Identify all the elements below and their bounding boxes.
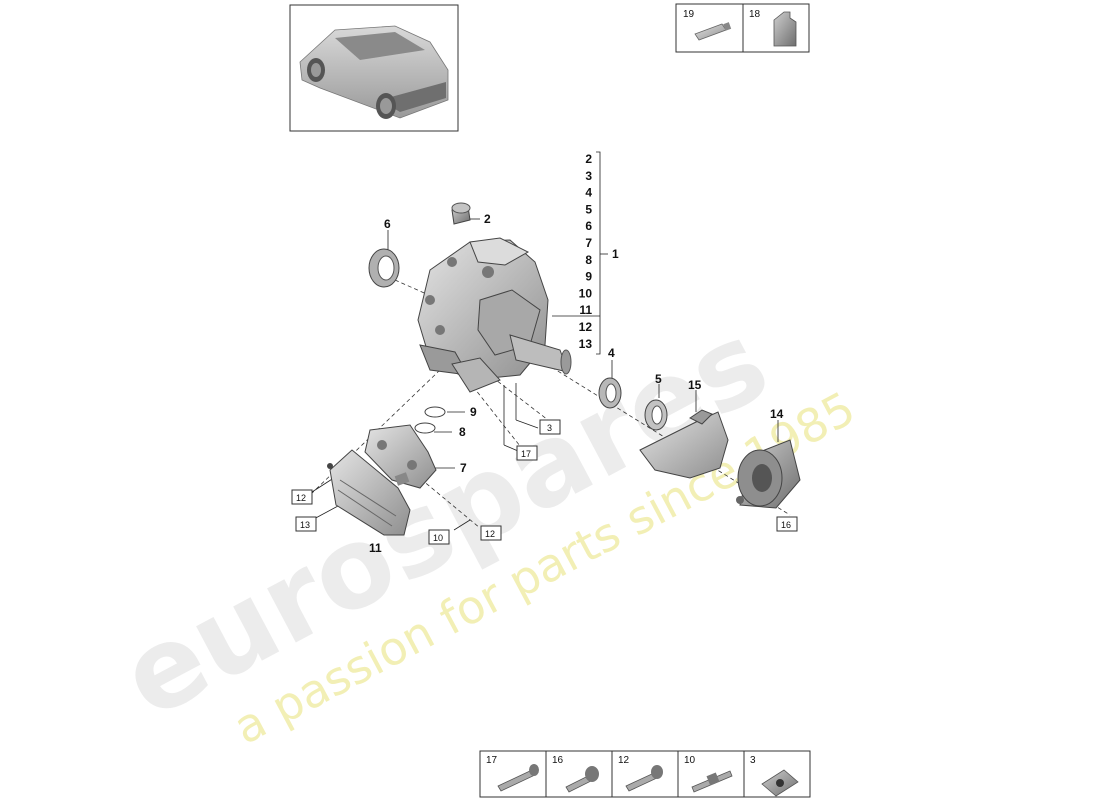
- bracket-list-item: 2: [585, 152, 592, 166]
- bracket-list-item: 13: [579, 337, 593, 351]
- box-callout-16: 16: [781, 520, 791, 530]
- callout-15: 15: [688, 378, 702, 392]
- box-callout-12: 12: [485, 529, 495, 539]
- bracket-list-item: 12: [579, 320, 593, 334]
- fastener-cell-number: 12: [618, 755, 630, 766]
- bracket-list-item: 5: [585, 202, 592, 216]
- heat-shield-15: [639, 409, 729, 479]
- callouts: 2 6 4 5 15 14 9 8 7 11: [369, 212, 784, 555]
- bracket-list-item: 9: [585, 270, 592, 284]
- car-icon: [299, 25, 449, 119]
- bracket-list: 1 2 3 4 5 6 7 8 9 10 11 12 13: [552, 151, 619, 355]
- callout-5: 5: [655, 372, 662, 386]
- plug-icon: [761, 769, 799, 797]
- bracket-list-item: 8: [585, 253, 592, 267]
- fastener-cell-number: 17: [486, 755, 498, 766]
- drain-plug: [451, 202, 471, 225]
- actuator-7: [364, 424, 437, 489]
- bracket-list-item: 11: [579, 303, 592, 317]
- flexible-coupling-14: [736, 439, 801, 509]
- callout-7: 7: [460, 461, 467, 475]
- cover-plate-11: [327, 449, 411, 536]
- box-callout-10: 10: [433, 533, 443, 543]
- stud-bolt-icon: [691, 770, 733, 793]
- fastener-cell-number: 16: [552, 755, 564, 766]
- transfer-case-housing: [417, 237, 572, 393]
- o-ring-9: [424, 406, 446, 418]
- kit-cell-number: 18: [749, 9, 761, 20]
- box-callout-3: 3: [547, 423, 552, 433]
- callout-14: 14: [770, 407, 784, 421]
- bracket-list-item: 10: [579, 286, 593, 300]
- fastener-table: 17 16 12 10 3: [479, 750, 811, 798]
- long-bolt-icon: [497, 764, 539, 792]
- bracket-list-item: 7: [585, 236, 592, 250]
- callout-11: 11: [369, 541, 382, 555]
- kit-table: 19 18: [675, 3, 810, 53]
- box-callout-12: 12: [296, 493, 306, 503]
- callout-6: 6: [384, 217, 391, 231]
- kit-cell-number: 19: [683, 9, 695, 20]
- callout-1: 1: [612, 247, 619, 261]
- fastener-cell-number: 10: [684, 755, 696, 766]
- callout-2: 2: [484, 212, 491, 226]
- box-callout-17: 17: [521, 449, 531, 459]
- bracket-list-item: 6: [585, 219, 592, 233]
- sealing-ring-4: [598, 377, 622, 409]
- box-callouts: 3 17 12 13 10 12 16: [291, 419, 798, 545]
- shaft-seal-6: [368, 248, 400, 288]
- sealing-ring-5: [644, 399, 668, 431]
- box-callout-13: 13: [300, 520, 310, 530]
- bracket-list-item: 3: [585, 169, 592, 183]
- o-ring-8: [414, 422, 436, 434]
- callout-8: 8: [459, 425, 466, 439]
- grease-tube-icon: [694, 22, 732, 41]
- fastener-cell-number: 3: [750, 755, 756, 766]
- vehicle-thumbnail: [289, 4, 459, 132]
- callout-9: 9: [470, 405, 477, 419]
- flange-bolt-icon: [565, 766, 599, 793]
- screw-icon: [625, 765, 663, 792]
- callout-4: 4: [608, 346, 615, 360]
- bracket-items: 2 3 4 5 6 7 8 9 10 11 12 13: [579, 152, 593, 351]
- bracket-list-item: 4: [585, 186, 592, 200]
- oil-bottle-icon: [773, 11, 797, 47]
